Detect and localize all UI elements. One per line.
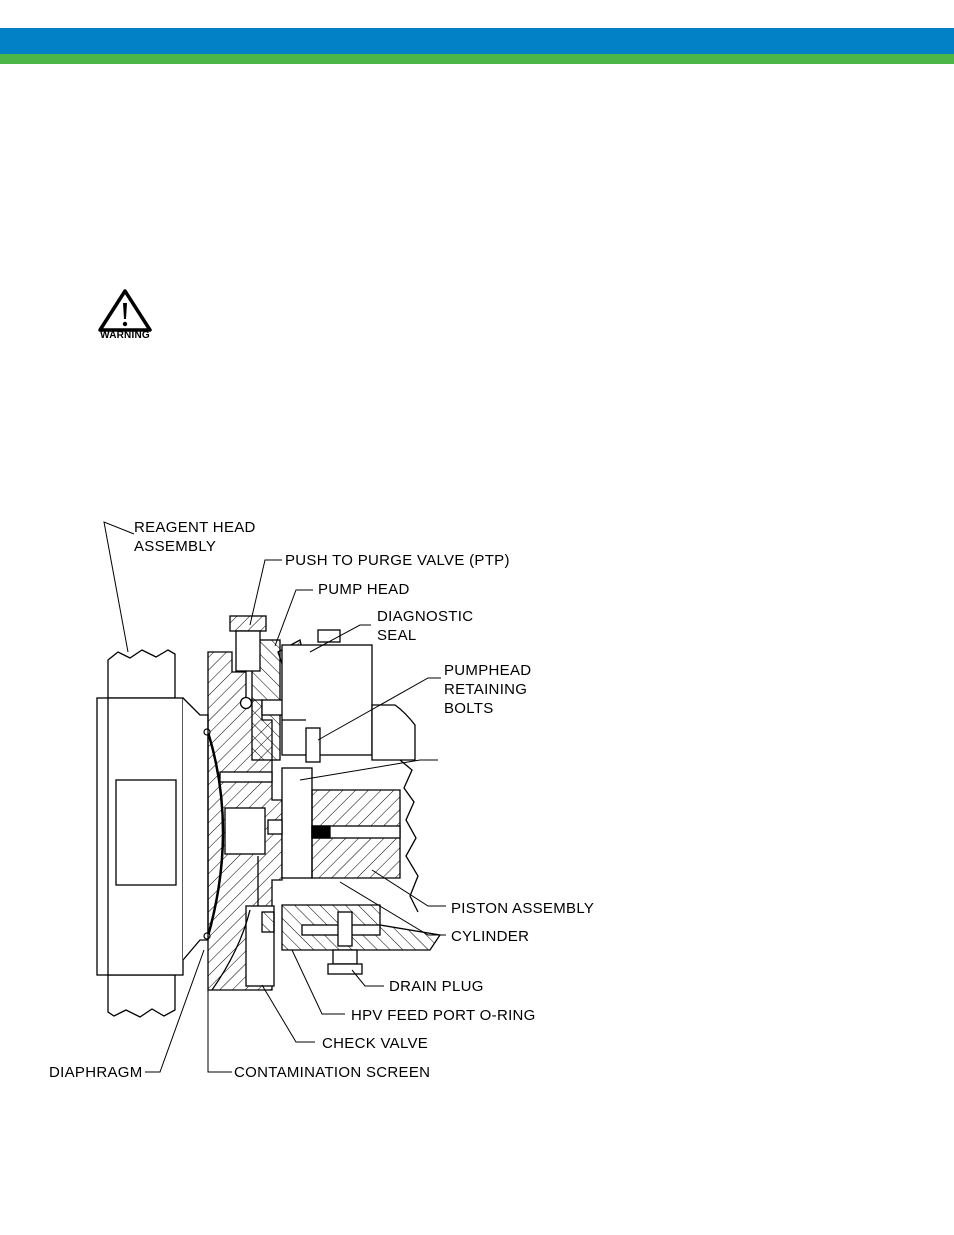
label-check-valve: CHECK VALVE [322, 1035, 428, 1052]
label-diaphragm: DIAPHRAGM [49, 1064, 143, 1081]
label-piston-assembly: PISTON ASSEMBLY [451, 900, 594, 917]
label-pumphead: PUMPHEAD [444, 662, 531, 679]
label-bolts: BOLTS [444, 700, 494, 717]
label-pump-head: PUMP HEAD [318, 581, 410, 598]
piston-assembly [268, 760, 418, 912]
reagent-head-assembly [97, 650, 208, 1017]
label-cylinder: CYLINDER [451, 928, 529, 945]
label-reagent-head: REAGENT HEAD [134, 519, 256, 536]
drain-plug [328, 950, 362, 974]
label-drain-plug: DRAIN PLUG [389, 978, 484, 995]
pump-head-body [208, 616, 282, 990]
label-retaining: RETAINING [444, 681, 527, 698]
label-diagnostic: DIAGNOSTIC [377, 608, 473, 625]
label-contamination-screen: CONTAMINATION SCREEN [234, 1064, 430, 1081]
label-seal: SEAL [377, 627, 417, 644]
label-push-to-purge-valve: PUSH TO PURGE VALVE (PTP) [285, 552, 510, 569]
label-hpv-feed-port-o-ring: HPV FEED PORT O-RING [351, 1007, 536, 1024]
label-reagent-head-assembly: ASSEMBLY [134, 538, 216, 555]
